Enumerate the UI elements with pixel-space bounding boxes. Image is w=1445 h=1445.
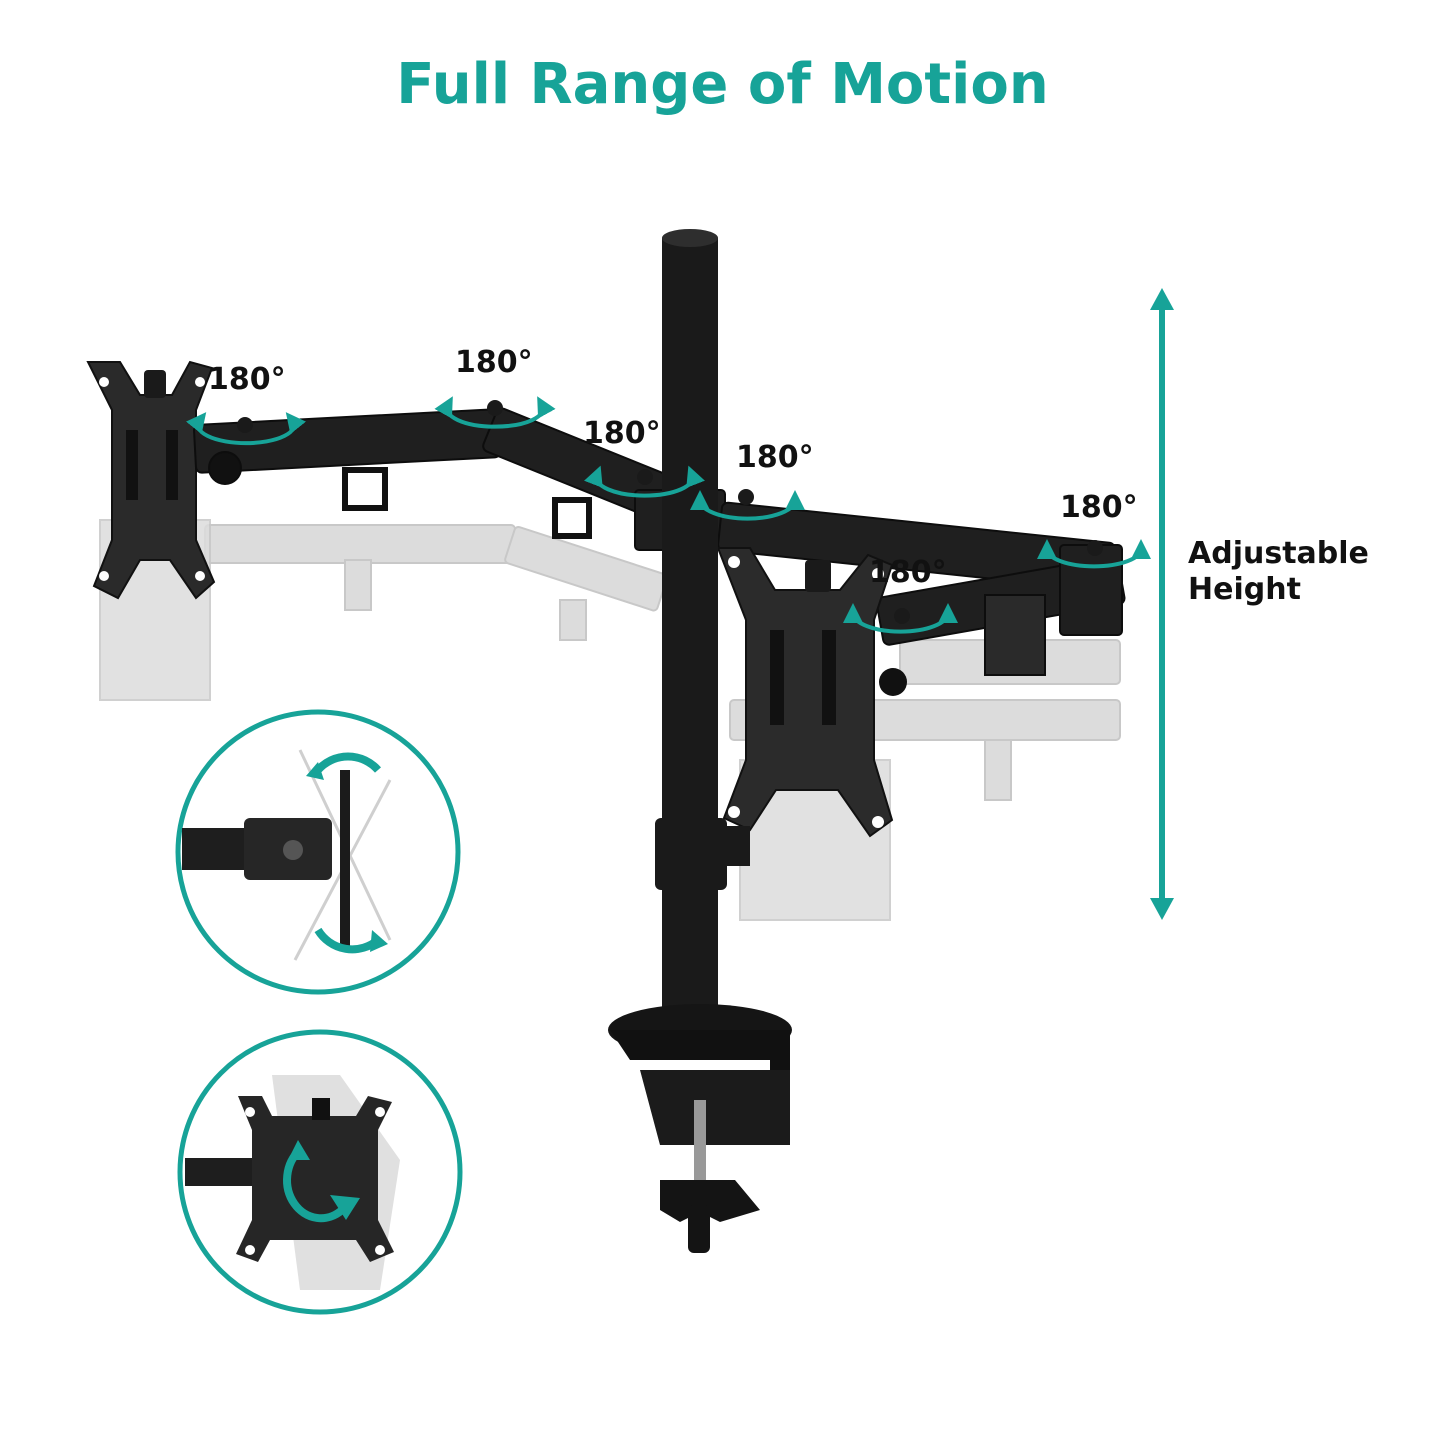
height-label-line2: Height	[1188, 572, 1301, 607]
tilt-arrow-icon	[315, 752, 381, 773]
rotation-label: 180°	[455, 345, 533, 380]
left-vesa-plate	[86, 360, 216, 600]
rotation-label: 180°	[583, 416, 661, 451]
rotation-arrow-icons	[185, 396, 1151, 634]
rotation-label: 180°	[869, 555, 947, 590]
joint-bolts	[237, 400, 1103, 624]
tilt-detail-inset	[175, 709, 461, 995]
height-arrow-icon	[1150, 288, 1174, 920]
page-title: Full Range of Motion	[396, 52, 1049, 117]
rotation-label: 180°	[1060, 490, 1138, 525]
adjustable-height-label: Adjustable Height	[1188, 536, 1369, 608]
pole-and-clamp	[608, 229, 792, 1253]
swivel-arrow-icon	[283, 1147, 345, 1223]
rotation-label: 180°	[208, 362, 286, 397]
swivel-detail-inset	[177, 1029, 463, 1315]
height-label-line1: Adjustable	[1188, 536, 1369, 571]
rotation-label: 180°	[736, 440, 814, 475]
